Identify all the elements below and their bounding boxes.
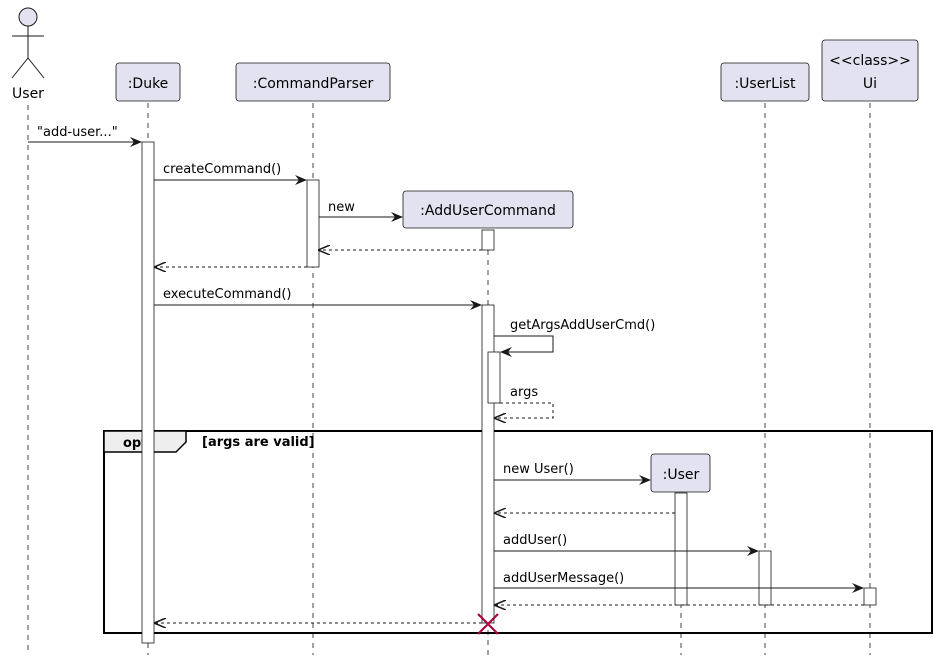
message-get-args-label: getArgsAddUserCmd() bbox=[510, 318, 655, 333]
opt-fragment-guard: [args are valid] bbox=[202, 435, 315, 450]
return-args-arrow bbox=[495, 402, 554, 418]
message-new-user-label: new User() bbox=[503, 462, 574, 477]
message-create-command-label: createCommand() bbox=[163, 162, 281, 177]
participant-user-object-label: :User bbox=[663, 467, 700, 483]
participant-duke: :Duke bbox=[115, 62, 181, 102]
message-execute-command-label: executeCommand() bbox=[163, 287, 292, 302]
participant-ui: <<class>> Ui bbox=[821, 39, 919, 102]
actor-left-leg bbox=[11, 57, 29, 79]
actor-right-leg bbox=[27, 57, 45, 79]
actor-user bbox=[11, 7, 45, 79]
participant-add-user-command: :AddUserCommand bbox=[402, 190, 574, 229]
actor-head bbox=[18, 7, 38, 27]
participant-user-list-label: :UserList bbox=[734, 76, 796, 92]
participant-duke-label: :Duke bbox=[128, 76, 169, 92]
activations bbox=[141, 141, 877, 644]
participant-command-parser: :CommandParser bbox=[235, 62, 391, 102]
activation-add-user-command-constructor bbox=[481, 229, 495, 251]
return-args-label: args bbox=[510, 385, 538, 400]
activation-ui bbox=[863, 587, 877, 606]
participant-ui-stereotype: <<class>> bbox=[829, 53, 911, 69]
actor-label: User bbox=[12, 86, 44, 102]
message-get-args-arrow bbox=[494, 335, 554, 357]
destroy-icon bbox=[477, 613, 499, 635]
opt-fragment-operator: opt bbox=[123, 436, 147, 451]
message-add-user-label: addUser() bbox=[503, 533, 567, 548]
messages bbox=[28, 137, 864, 623]
activation-command-parser bbox=[306, 179, 320, 268]
participant-ui-label: Ui bbox=[863, 76, 877, 92]
message-labels: "add-user..." createCommand() new execut… bbox=[37, 125, 655, 586]
participant-user-object: :User bbox=[650, 453, 711, 493]
participant-user-list: :UserList bbox=[720, 62, 810, 102]
activation-duke bbox=[141, 141, 155, 644]
activation-user-list bbox=[758, 550, 772, 606]
activation-add-user-command-get-args bbox=[487, 351, 501, 404]
message-new-label: new bbox=[328, 200, 355, 215]
participant-add-user-command-label: :AddUserCommand bbox=[420, 203, 556, 219]
participant-command-parser-label: :CommandParser bbox=[253, 76, 374, 92]
message-add-user-input-label: "add-user..." bbox=[37, 125, 118, 140]
message-add-user-message-label: addUserMessage() bbox=[503, 571, 624, 586]
